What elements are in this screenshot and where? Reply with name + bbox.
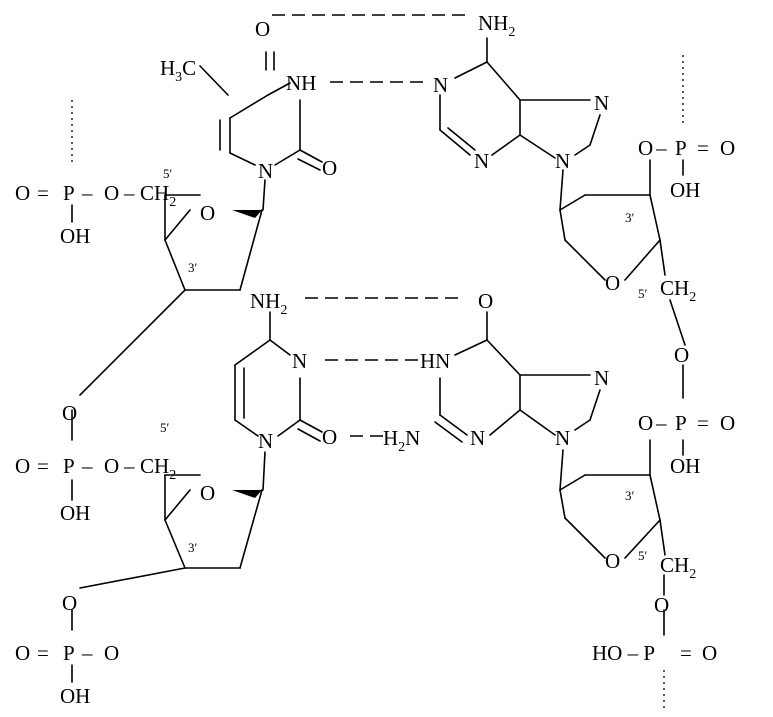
right-bottom-ring-o: O xyxy=(605,549,620,573)
left-top-ch2: CH2 xyxy=(140,181,176,210)
left-mid-phosphate-double-o: O xyxy=(15,454,30,478)
left-bottom-phosphate-o: O xyxy=(104,641,119,665)
right-mid-oh: OH xyxy=(670,454,700,478)
adenine-base xyxy=(439,37,601,211)
right-mid-ester-o-top: O xyxy=(674,343,689,367)
thymine-carbonyl-o-right: O xyxy=(322,156,337,180)
left-mid-ch2: CH2 xyxy=(140,454,176,483)
methyl-h3c: H3C xyxy=(160,56,196,85)
right-top-ring-o: O xyxy=(605,271,620,295)
thymine-n1: N xyxy=(258,159,273,183)
guanine-hn: HN xyxy=(420,349,450,373)
left-mid-oh: OH xyxy=(60,501,90,525)
left-top-oh: OH xyxy=(60,224,90,248)
left-top-phosphate-dash2: – xyxy=(123,181,135,205)
left-bottom-oh: OH xyxy=(60,684,90,708)
cytosine-n1: N xyxy=(258,429,273,453)
right-top-phosphate-double-o: O xyxy=(720,136,735,160)
left-bottom-ester-o: O xyxy=(62,591,77,615)
right-mid-ester-o: O xyxy=(638,411,653,435)
guanine-base xyxy=(434,311,601,491)
chain-continuations xyxy=(71,55,684,712)
left-mid-phosphate-p: P xyxy=(63,454,75,478)
right-bottom-prime5: 5′ xyxy=(638,548,648,563)
right-mid-dash: – xyxy=(655,411,667,435)
right-bottom-phosphate-eq: = xyxy=(680,641,692,665)
left-bottom-phosphate-p: P xyxy=(63,641,75,665)
left-sugar-top xyxy=(79,194,263,396)
hydrogen-bonds xyxy=(272,14,470,437)
adenine-nh2: NH2 xyxy=(478,11,515,40)
left-top-prime3: 3′ xyxy=(188,260,198,275)
guanine-h2n: H2N xyxy=(383,426,420,455)
guanine-n9: N xyxy=(555,426,570,450)
left-sugar-bottom xyxy=(79,474,263,589)
left-mid-phosphate-o-ester: O xyxy=(104,454,119,478)
left-mid-phosphate-dash2: – xyxy=(123,454,135,478)
left-top-phosphate-p: P xyxy=(63,181,75,205)
right-top-oh: OH xyxy=(670,178,700,202)
right-top-phosphate-p: P xyxy=(675,136,687,160)
right-bottom-ester-o: O xyxy=(654,593,669,617)
left-bottom-ring-o: O xyxy=(200,481,215,505)
adenine-n3: N xyxy=(474,149,489,173)
left-top-phosphate-double-o: O xyxy=(15,181,30,205)
right-bottom-prime3: 3′ xyxy=(625,488,635,503)
adenine-n9: N xyxy=(555,149,570,173)
guanine-carbonyl-o: O xyxy=(478,289,493,313)
right-top-dash: – xyxy=(655,136,667,160)
left-top-phosphate-dash: – xyxy=(81,181,93,205)
right-top-phosphate-eq: = xyxy=(697,136,709,160)
right-bottom-ho-p: HO – P xyxy=(592,641,655,665)
right-top-prime5: 5′ xyxy=(638,286,648,301)
cytosine-carbonyl-o: O xyxy=(322,425,337,449)
guanine-n3: N xyxy=(470,426,485,450)
right-bottom-phosphate-double-o: O xyxy=(702,641,717,665)
left-top-phosphate-eq: = xyxy=(37,181,49,205)
left-bottom-phosphate-double-o: O xyxy=(15,641,30,665)
right-sugar-bottom xyxy=(559,439,666,596)
right-sugar-top xyxy=(559,159,686,346)
right-mid-phosphate-eq: = xyxy=(697,411,709,435)
adenine-n1: N xyxy=(433,73,448,97)
right-mid-phosphate-p: P xyxy=(675,411,687,435)
guanine-n7: N xyxy=(594,366,609,390)
left-bottom-prime3: 3′ xyxy=(188,540,198,555)
left-mid-ester-o: O xyxy=(62,401,77,425)
thymine-nh: NH xyxy=(286,71,316,95)
left-mid-prime5: 5′ xyxy=(160,420,170,435)
cytosine-n3: N xyxy=(292,349,307,373)
left-mid-phosphate-eq: = xyxy=(37,454,49,478)
right-top-ester-o: O xyxy=(638,136,653,160)
thymine-base xyxy=(199,51,323,211)
cytosine-base xyxy=(234,311,323,491)
right-mid-phosphate-double-o: O xyxy=(720,411,735,435)
left-mid-phosphate-dash: – xyxy=(81,454,93,478)
adenine-n7: N xyxy=(594,91,609,115)
right-top-ch2: CH2 xyxy=(660,276,696,305)
right-top-prime3: 3′ xyxy=(625,210,635,225)
left-bottom-phosphate-dash: – xyxy=(81,641,93,665)
left-top-ring-o: O xyxy=(200,201,215,225)
left-top-prime5: 5′ xyxy=(163,166,173,181)
left-top-phosphate-o-ester: O xyxy=(104,181,119,205)
thymine-carbonyl-o-top: O xyxy=(255,17,270,41)
right-bottom-ch2: CH2 xyxy=(660,553,696,582)
right-phosphate-bonds xyxy=(663,159,684,636)
cytosine-nh2: NH2 xyxy=(250,289,287,318)
left-bottom-phosphate-eq: = xyxy=(37,641,49,665)
